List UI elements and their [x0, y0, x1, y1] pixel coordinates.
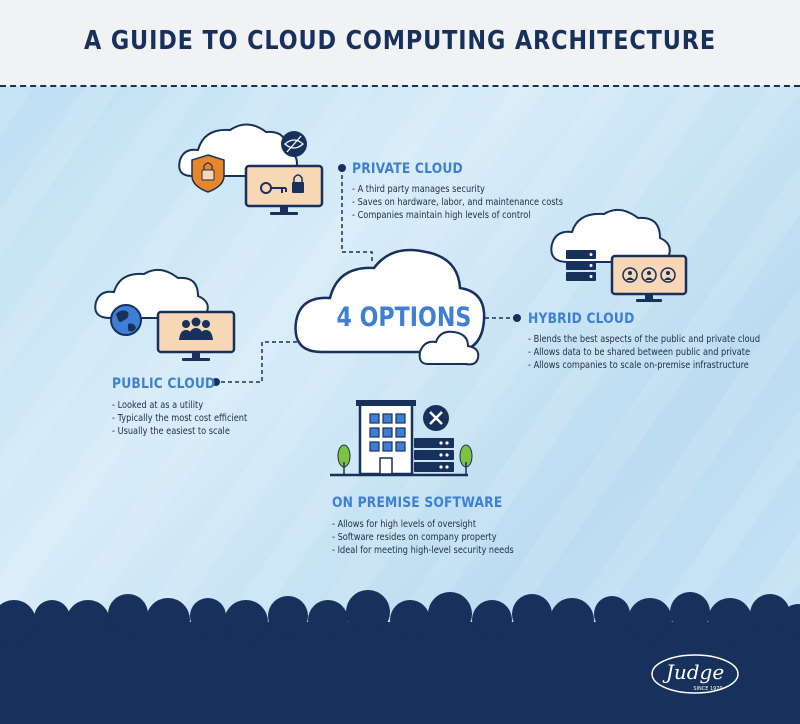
building-icon — [356, 400, 416, 476]
hybrid-cloud-graphic — [550, 208, 688, 302]
connector-dot-hybrid — [513, 314, 521, 322]
center-cloud-icon — [294, 248, 486, 366]
judge-logo: Judge SINCE 1970 — [651, 654, 739, 694]
list-item: A third party manages security — [352, 183, 563, 196]
public-cloud-graphic — [94, 268, 236, 361]
list-item: Saves on hardware, labor, and maintenanc… — [352, 196, 563, 209]
connector-public — [218, 341, 304, 383]
logo-subtext: SINCE 1970 — [693, 686, 722, 692]
private-cloud-bullets: A third party manages security Saves on … — [352, 183, 563, 222]
list-item: Allows for high levels of oversight — [332, 518, 514, 531]
tree-icon — [337, 444, 351, 475]
header-divider — [0, 85, 800, 87]
on-premise-graphic — [330, 400, 473, 477]
on-premise-bullets: Allows for high levels of oversight Soft… — [332, 518, 514, 557]
private-cloud-graphic — [178, 123, 324, 215]
list-item: Software resides on company property — [332, 531, 514, 544]
footer-clouds — [0, 590, 800, 724]
list-item: Companies maintain high levels of contro… — [352, 209, 563, 222]
connector-dot-private — [338, 164, 346, 172]
monitor-key-lock-icon — [244, 164, 324, 215]
list-item: Looked at as a utility — [112, 399, 247, 412]
server-rack-icon — [414, 438, 454, 472]
list-item: Usually the easiest to scale — [112, 425, 247, 438]
connector-private — [341, 168, 373, 262]
logo-text: Judge — [662, 660, 724, 684]
center-options-label: 4 OPTIONS — [336, 302, 472, 333]
list-item: Blends the best aspects of the public an… — [528, 333, 760, 346]
monitor-group-icon — [156, 310, 236, 361]
header: A GUIDE TO CLOUD COMPUTING ARCHITECTURE — [0, 0, 800, 86]
shield-lock-icon — [191, 154, 225, 193]
list-item: Ideal for meeting high-level security ne… — [332, 544, 514, 557]
server-rack-icon — [566, 250, 596, 281]
hybrid-cloud-title: HYBRID CLOUD — [528, 311, 635, 327]
private-cloud-title: PRIVATE CLOUD — [352, 161, 463, 177]
list-item: Allows data to be shared between public … — [528, 346, 760, 359]
public-cloud-bullets: Looked at as a utility Typically the mos… — [112, 399, 248, 438]
globe-icon — [110, 304, 142, 336]
tools-icon — [423, 405, 449, 431]
tree-icon — [459, 444, 473, 475]
list-item: Typically the most cost efficient — [112, 412, 248, 425]
hybrid-cloud-bullets: Blends the best aspects of the public an… — [528, 333, 760, 372]
page-title: A GUIDE TO CLOUD COMPUTING ARCHITECTURE — [84, 26, 716, 56]
connector-lines — [218, 168, 514, 383]
monitor-users-icon — [610, 254, 688, 302]
list-item: Allows companies to scale on-premise inf… — [528, 359, 760, 372]
on-premise-title: ON PREMISE SOFTWARE — [332, 495, 503, 511]
hidden-eye-icon — [281, 131, 307, 157]
connector-dot-public — [212, 378, 220, 386]
public-cloud-title: PUBLIC CLOUD — [112, 376, 216, 392]
